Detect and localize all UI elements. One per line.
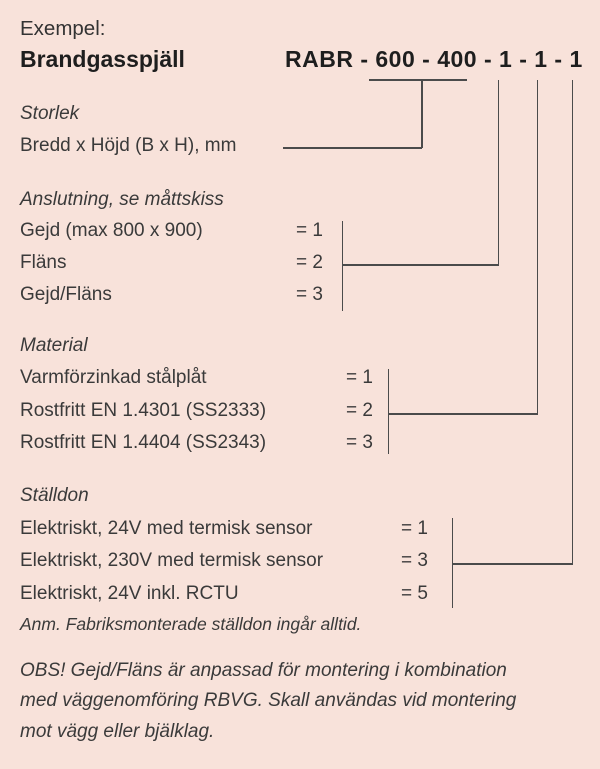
option-value: = 1 (401, 518, 428, 539)
connector-digit3-vertical-line (571, 80, 573, 564)
footer-note-line: OBS! Gejd/Fläns är anpassad för monterin… (20, 660, 507, 681)
option-label: Elektriskt, 24V med termisk sensor (20, 518, 313, 539)
option-label: Varmförzinkad stålplåt (20, 367, 207, 388)
option-value: = 3 (401, 550, 428, 571)
option-value: = 5 (401, 583, 428, 604)
option-label: Elektriskt, 230V med termisk sensor (20, 550, 324, 571)
material-connector-line (387, 413, 538, 415)
option-row: Rostfritt EN 1.4301 (SS2333) = 2 (20, 401, 600, 420)
option-label: Gejd/Fläns (20, 284, 112, 305)
anslutning-bracket-bar (341, 221, 343, 311)
footer-note-line: mot vägg eller bjälklag. (20, 721, 215, 742)
option-label: Gejd (max 800 x 900) (20, 220, 203, 241)
option-row: Elektriskt, 24V inkl. RCTU = 5 (20, 584, 600, 603)
option-value: = 2 (346, 400, 373, 421)
example-label: Exempel: (20, 17, 106, 40)
option-row: Fläns = 2 (20, 253, 600, 272)
option-value: = 1 (346, 367, 373, 388)
connector-digit1-vertical-line (497, 80, 499, 265)
section-title-material: Material (20, 335, 88, 356)
material-bracket-bar (387, 369, 389, 454)
section-title-anslutning: Anslutning, se måttskiss (20, 189, 224, 210)
connector-size-drop-line (421, 79, 423, 148)
anslutning-connector-line (341, 264, 499, 266)
connector-size-bracket-line (369, 79, 467, 81)
option-row: Elektriskt, 24V med termisk sensor = 1 (20, 519, 600, 538)
section-title-storlek: Storlek (20, 103, 80, 124)
size-row: Bredd x Höjd (B x H), mm (20, 136, 600, 155)
option-row: Varmförzinkad stålplåt = 1 (20, 368, 600, 387)
size-row-label: Bredd x Höjd (B x H), mm (20, 135, 237, 156)
product-code: RABR - 600 - 400 - 1 - 1 - 1 (285, 46, 583, 72)
option-row: Rostfritt EN 1.4404 (SS2343) = 3 (20, 433, 600, 452)
option-label: Elektriskt, 24V inkl. RCTU (20, 583, 239, 604)
option-value: = 3 (296, 284, 323, 305)
product-name: Brandgasspjäll (20, 46, 185, 72)
option-label: Rostfritt EN 1.4301 (SS2333) (20, 400, 267, 421)
option-value: = 3 (346, 432, 373, 453)
option-value: = 1 (296, 220, 323, 241)
option-row: Elektriskt, 230V med termisk sensor = 3 (20, 551, 600, 570)
section-title-stalldon: Ställdon (20, 485, 89, 506)
option-label: Rostfritt EN 1.4404 (SS2343) (20, 432, 267, 453)
option-row: Gejd/Fläns = 3 (20, 285, 600, 304)
stalldon-connector-line (451, 563, 573, 565)
connector-digit2-vertical-line (536, 80, 538, 414)
footer-note-line: med väggenomföring RBVG. Skall användas … (20, 690, 517, 711)
option-value: = 2 (296, 252, 323, 273)
option-label: Fläns (20, 252, 67, 273)
option-row: Gejd (max 800 x 900) = 1 (20, 221, 600, 240)
actuator-note: Anm. Fabriksmonterade ställdon ingår all… (20, 614, 362, 634)
connector-size-label-line (283, 147, 422, 149)
